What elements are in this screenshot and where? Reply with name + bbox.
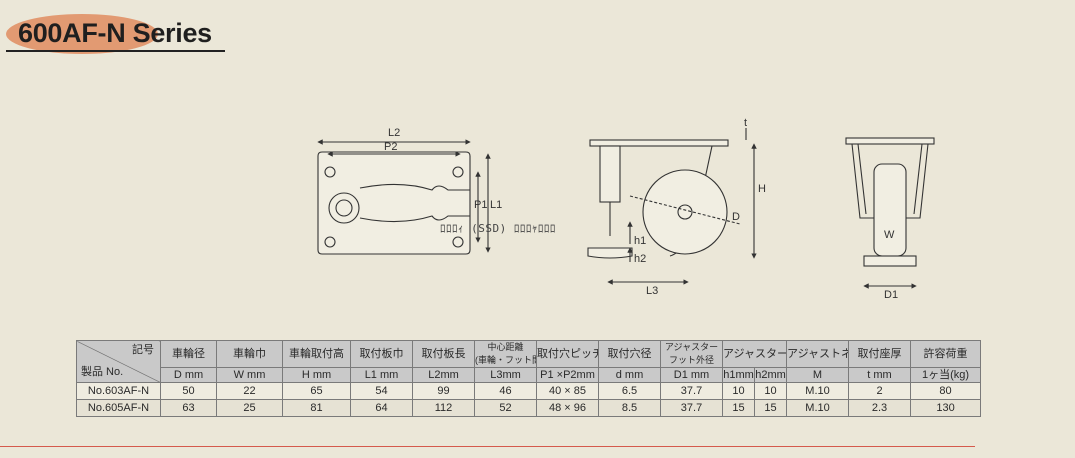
dim-p2: P2 [384, 141, 397, 153]
unit-h2: h2mm [753, 367, 788, 383]
cell-hole: 6.5 [598, 382, 661, 400]
header-wheel-width: 車輪巾 [216, 340, 283, 368]
dim-l1: L1 [490, 199, 502, 211]
unit-load: 1ヶ当(kg) [910, 367, 982, 383]
cell-h: 65 [282, 382, 351, 400]
dim-p1: P1 [474, 199, 487, 211]
cell-d1: 37.7 [660, 382, 723, 400]
unit-l3: L3mm [474, 367, 537, 383]
table-unit-row: D mm W mm H mm L1 mm L2mm L3mm P1 ×P2mm … [77, 367, 982, 383]
unit-h1: h1mm [722, 367, 755, 383]
cell-pitch: 40 × 85 [536, 382, 599, 400]
front-view [845, 137, 935, 289]
unit-l2: L2mm [412, 367, 475, 383]
dim-d1: D1 [884, 289, 898, 301]
cell-no: No.605AF-N [76, 399, 161, 417]
header-wheel-dia: 車輪径 [160, 340, 217, 368]
dim-d: D [732, 211, 740, 223]
header-hole-pitch: 取付穴ピッチ [536, 340, 599, 368]
cell-h2: 10 [753, 382, 788, 400]
dim-l3: L3 [646, 285, 658, 297]
cell-h2: 15 [753, 399, 788, 417]
dim-h1: h1 [634, 235, 646, 247]
cell-m: M.10 [786, 382, 850, 400]
header-adj-amount: アジャスター量 [721, 340, 788, 368]
top-view [317, 139, 491, 255]
cell-l1: 64 [350, 399, 413, 417]
dim-w: W [884, 229, 895, 241]
title-underline [6, 50, 225, 52]
cell-m: M.10 [786, 399, 850, 417]
unit-hole: d mm [598, 367, 661, 383]
cell-pitch: 48 × 96 [536, 399, 599, 417]
cell-l1: 54 [350, 382, 413, 400]
unit-w: W mm [216, 367, 283, 383]
overlay-text: ﾛﾛﾛｨ (SSD) ﾛﾛﾛｬﾛﾛﾛ [440, 222, 556, 235]
header-adj-foot: アジャスター フット外径 [660, 340, 723, 368]
header-seat-thickness: 取付座厚 [848, 340, 912, 368]
unit-t: t mm [848, 367, 912, 383]
header-center-dist-line1: 中心距離 [487, 342, 524, 352]
dim-l2: L2 [388, 127, 400, 139]
unit-m: M [786, 367, 850, 383]
cell-h1: 15 [722, 399, 755, 417]
cell-l3: 46 [474, 382, 537, 400]
spec-table: 記号 製品 No. 車輪径 車輪巾 車輪取付高 取付板巾 取付板長 中心距離 (… [76, 340, 982, 417]
header-plate-width: 取付板巾 [350, 340, 413, 368]
dim-h2: h2 [634, 253, 646, 265]
unit-d1: D1 mm [660, 367, 723, 383]
unit-h: H mm [282, 367, 351, 383]
side-view [587, 128, 757, 285]
technical-drawings: L2 P2 P1 L1 t H D h1 h2 L3 [300, 110, 960, 310]
header-center-dist: 中心距離 (車輪・フット間) [474, 340, 537, 368]
header-hole-dia: 取付穴径 [598, 340, 661, 368]
cell-l2: 99 [412, 382, 475, 400]
unit-d: D mm [160, 367, 217, 383]
cell-d1: 37.7 [660, 399, 723, 417]
cell-no: No.603AF-N [76, 382, 161, 400]
header-adj-foot-line1: アジャスター [664, 342, 719, 352]
cell-h: 81 [282, 399, 351, 417]
dim-t: t [744, 117, 747, 129]
header-corner: 記号 製品 No. [76, 340, 161, 383]
header-plate-length: 取付板長 [412, 340, 475, 368]
unit-pitch: P1 ×P2mm [536, 367, 599, 383]
cell-t: 2 [848, 382, 912, 400]
cell-w: 22 [216, 382, 283, 400]
corner-top-label: 記号 [132, 344, 154, 356]
cell-h1: 10 [722, 382, 755, 400]
corner-bottom-label: 製品 No. [81, 366, 124, 378]
cell-l2: 112 [412, 399, 475, 417]
series-title: 600AF-N Series [6, 12, 228, 56]
header-center-dist-line2: (車輪・フット間) [475, 355, 536, 365]
cell-load: 130 [910, 399, 982, 417]
title-badge [6, 14, 158, 54]
unit-l1: L1 mm [350, 367, 413, 383]
header-mount-height: 車輪取付高 [282, 340, 351, 368]
header-adj-foot-line2: フット外径 [668, 355, 714, 365]
header-adj-screw: アジャストネジ [786, 340, 850, 368]
table-row: No.605AF-N 63 25 81 64 112 52 48 × 96 8.… [76, 399, 982, 417]
caster-drawing: L2 P2 P1 L1 t H D h1 h2 L3 [317, 117, 935, 301]
series-title-text: 600AF-N Series [18, 18, 212, 48]
dim-h: H [758, 183, 766, 195]
cell-l3: 52 [474, 399, 537, 417]
bottom-rule [0, 446, 975, 447]
cell-t: 2.3 [848, 399, 912, 417]
cell-d: 50 [160, 382, 217, 400]
cell-d: 63 [160, 399, 217, 417]
cell-w: 25 [216, 399, 283, 417]
cell-hole: 8.5 [598, 399, 661, 417]
cell-load: 80 [910, 382, 982, 400]
header-allow-load: 許容荷重 [910, 340, 982, 368]
table-header-row: 記号 製品 No. 車輪径 車輪巾 車輪取付高 取付板巾 取付板長 中心距離 (… [76, 340, 982, 383]
table-row: No.603AF-N 50 22 65 54 99 46 40 × 85 6.5… [76, 382, 982, 400]
